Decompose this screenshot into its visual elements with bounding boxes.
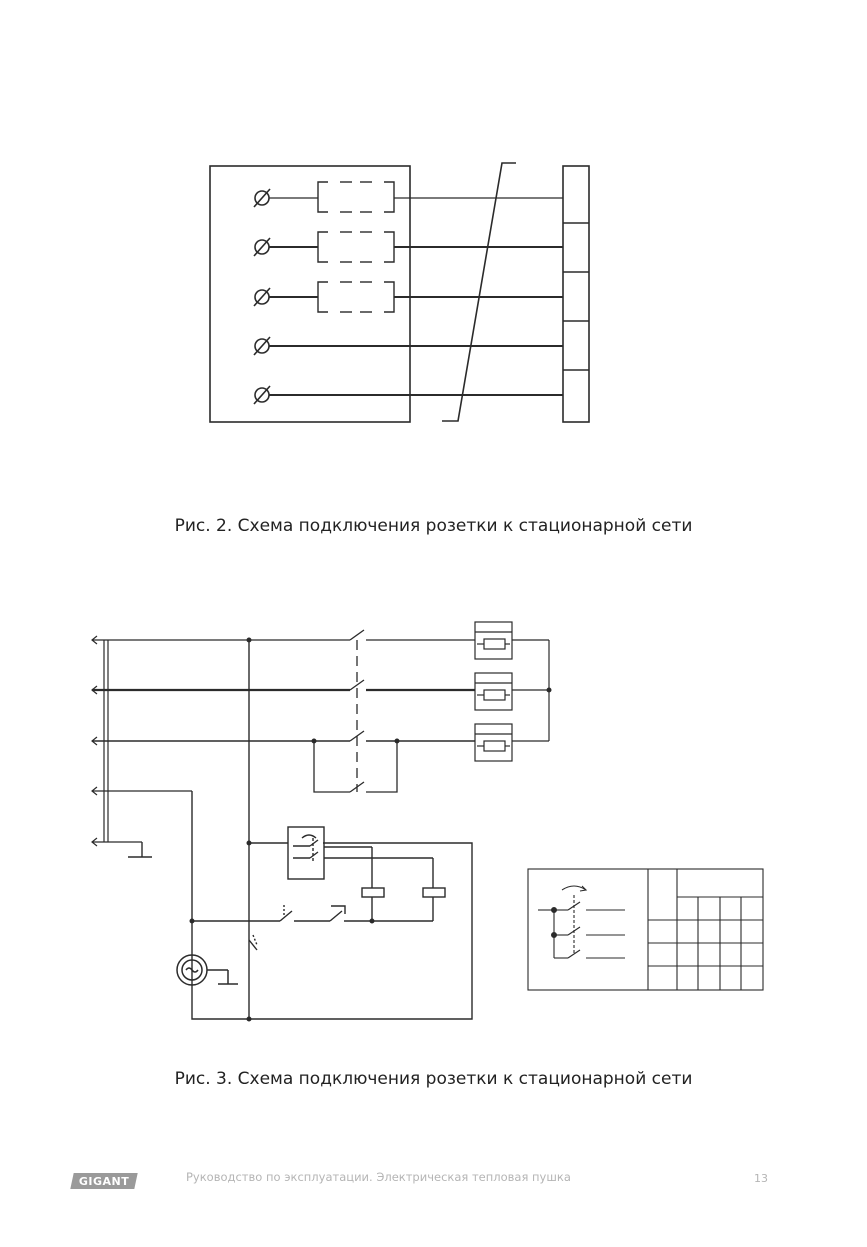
socket-connection-diagram [209,162,590,423]
heating-element-3 [474,723,513,762]
jumper-1 [317,181,395,213]
wiring-schematic-diagram [91,621,764,1022]
brand-logo-text: GIGANT [78,1174,130,1188]
heating-element-1 [474,621,513,660]
brand-logo: GIGANT [70,1173,138,1189]
figure-2-caption: Рис. 2. Схема подключения розетки к стац… [174,516,693,536]
connector-block [562,165,590,423]
page-number: 13 [754,1172,768,1185]
contactor-switches [313,629,475,793]
terminal-4 [253,336,271,356]
terminal-3 [253,287,271,307]
heating-element-2 [474,672,513,711]
fan-relay-coil [422,887,446,898]
footer-document-title: Руководство по эксплуатации. Электрическ… [186,1170,571,1184]
control-circuit [191,791,473,1020]
fan-motor [176,954,238,986]
jumper-3 [317,281,395,313]
jumper-2 [317,231,395,263]
terminal-2 [253,237,271,257]
cable-bundle-line [442,162,516,422]
terminal-5 [253,385,271,405]
switch-position-table [527,868,764,991]
mode-switch [287,826,325,880]
ground-symbol [128,842,152,858]
terminal-1 [253,188,271,208]
terminal-block-frame [209,165,411,423]
figure-3-caption: Рис. 3. Схема подключения розетки к стац… [174,1069,693,1089]
contactor-coil [361,887,385,898]
star-connection [512,639,550,742]
input-lines [91,635,350,847]
